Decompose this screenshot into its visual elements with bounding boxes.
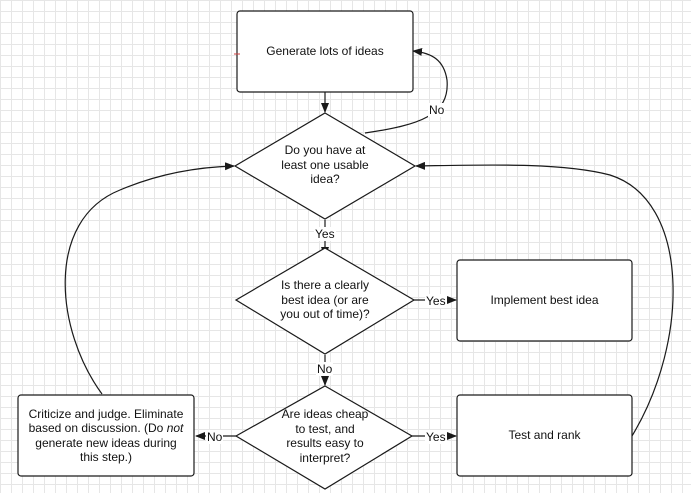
edge-label-no-loop: No (428, 103, 446, 117)
decision-best-diamond (234, 247, 416, 355)
edge-label-yes-test: Yes (425, 430, 447, 444)
decision-usable-diamond (233, 112, 417, 220)
connector-criticize-to-usable (64, 162, 235, 395)
decision-best-label: Is there a clearly best idea (or are you… (280, 278, 370, 322)
decision-usable-label: Do you have at least one usable idea? (281, 143, 369, 187)
edge-label-no-best: No (316, 362, 334, 376)
decision-cheap-label: Are ideas cheap to test, and results eas… (281, 407, 369, 465)
implement-label: Implement best idea (490, 293, 599, 308)
connector-no-loop (364, 47, 448, 134)
edge-label-yes-usable: Yes (314, 227, 336, 241)
connector-test-to-usable (415, 161, 674, 437)
generate-box (236, 10, 414, 93)
test-label: Test and rank (508, 428, 581, 443)
edge-label-no-cheap: No (206, 430, 224, 444)
implement-box (456, 259, 633, 342)
criticize-label: Criticize and judge. Eliminate based on … (26, 395, 186, 476)
generate-label: Generate lots of ideas (266, 44, 384, 59)
criticize-text: Criticize and judge. Eliminate based on … (28, 406, 184, 465)
decision-cheap-diamond (234, 385, 414, 490)
edge-label-yes-implement: Yes (425, 294, 447, 308)
test-box (456, 394, 633, 477)
criticize-box (17, 394, 195, 477)
